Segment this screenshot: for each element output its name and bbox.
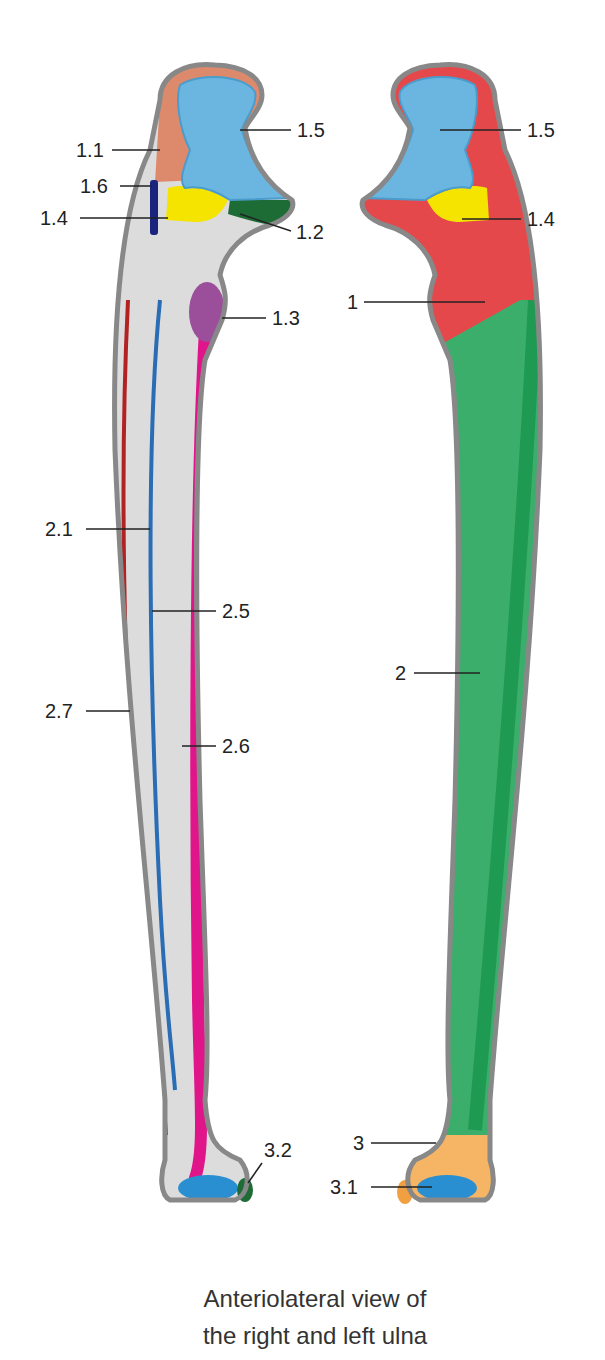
leader-line	[112, 149, 160, 151]
callout-number: 3	[353, 1131, 364, 1155]
bone-outline	[115, 65, 293, 1200]
callout-number: 2.6	[222, 734, 250, 758]
leader-line	[462, 218, 521, 220]
proximal-region	[335, 0, 605, 345]
leader-line	[86, 528, 150, 530]
leader-line	[120, 185, 152, 187]
leader-line	[86, 710, 130, 712]
callout-number: 3.2	[264, 1138, 292, 1162]
shaft-region	[335, 0, 605, 1360]
leader-line	[240, 214, 291, 231]
leader-line	[371, 1142, 436, 1144]
callout-number: 1.5	[297, 118, 325, 142]
caption: Anteriolateral view of the right and lef…	[190, 1280, 440, 1354]
callout-number: 1.2	[296, 220, 324, 244]
leader-line	[248, 1163, 262, 1183]
right-ulna	[115, 65, 293, 1202]
leader-lines	[80, 130, 521, 1187]
leader-line	[364, 301, 485, 303]
callout-number: 1.1	[76, 138, 104, 162]
leader-line	[414, 672, 480, 674]
leader-line	[440, 129, 521, 131]
leader-line	[152, 610, 216, 612]
small-surface	[150, 180, 158, 235]
callout-number: 1.3	[272, 306, 300, 330]
leader-line	[182, 745, 216, 747]
leader-line	[80, 217, 168, 219]
callout-number: 1.4	[40, 206, 68, 230]
callout-number: 1	[347, 290, 358, 314]
leader-line	[371, 1186, 432, 1188]
leader-line	[222, 317, 266, 319]
ulnar-head-surface	[178, 1175, 238, 1201]
callout-number: 3.1	[330, 1175, 358, 1199]
left-ulna	[335, 0, 605, 1360]
callout-number: 2.1	[45, 517, 73, 541]
callout-number: 1.6	[80, 174, 108, 198]
bone-outline	[362, 65, 540, 1200]
bone-body	[115, 65, 293, 1200]
callout-number: 1.4	[527, 207, 555, 231]
callout-number: 1.5	[527, 118, 555, 142]
callout-number: 2.7	[45, 699, 73, 723]
ulnar-head-surface	[417, 1175, 477, 1201]
leader-line	[240, 129, 291, 131]
callout-number: 2.5	[222, 599, 250, 623]
callout-number: 2	[395, 661, 406, 685]
ulnar-tuberosity	[189, 282, 225, 342]
